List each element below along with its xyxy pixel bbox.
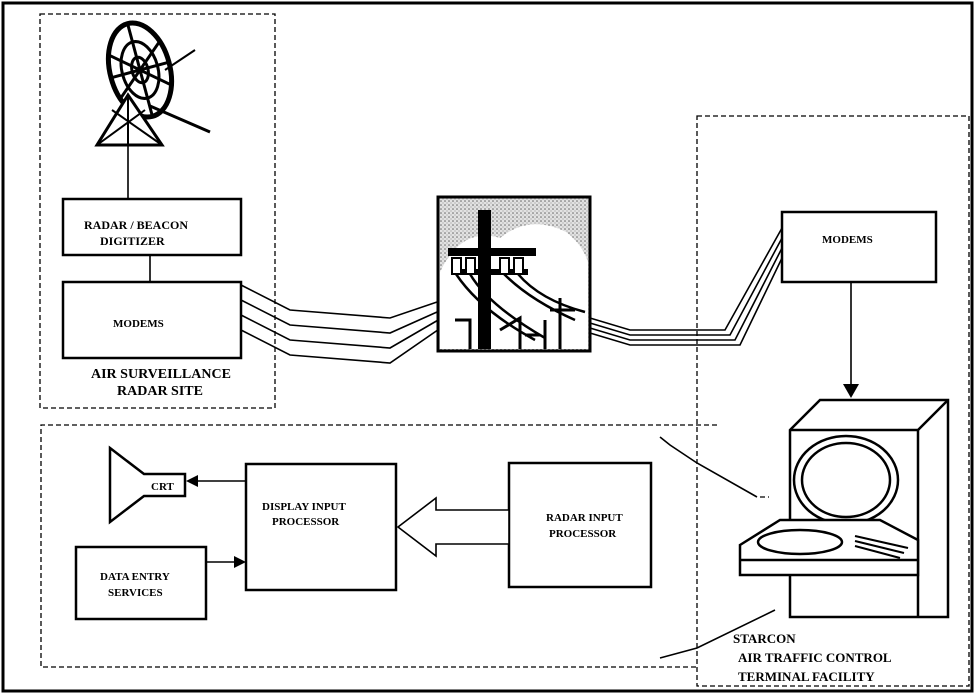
- radar-site-region: [39, 13, 276, 409]
- digitizer-box: [61, 197, 243, 257]
- data-entry-services-box: [74, 545, 208, 621]
- digitizer-label-line2: DIGITIZER: [100, 234, 165, 248]
- rip-label-line1: RADAR INPUT: [546, 512, 623, 524]
- des-label-line1: DATA ENTRY: [100, 571, 170, 583]
- console-lower-connector: [659, 609, 776, 659]
- terminal-modems-box: [780, 210, 938, 284]
- facility-label-line2: AIR TRAFFIC CONTROL: [738, 650, 892, 665]
- site-label-line2: RADAR SITE: [117, 384, 203, 399]
- dip-label-line1: DISPLAY INPUT: [262, 501, 347, 513]
- console-upper-connector: [659, 436, 758, 498]
- site-comm-lines: [240, 284, 459, 364]
- telephone-pole-icon: [436, 195, 592, 353]
- radar-dish-icon: [94, 20, 211, 147]
- site-modems-box: [61, 280, 243, 360]
- facility-label-line3: TERMINAL FACILITY: [738, 669, 875, 684]
- terminal-facility-region: [696, 115, 970, 687]
- crt-label: CRT: [151, 481, 175, 493]
- display-input-processor-box: [244, 462, 398, 592]
- crt-icon: [108, 445, 187, 525]
- radar-input-processor-box: [507, 461, 653, 589]
- site-label-line1: AIR SURVEILLANCE: [91, 367, 231, 382]
- terminal-comm-lines: [589, 227, 783, 346]
- controller-console-icon: [738, 398, 950, 619]
- site-modems-label: MODEMS: [113, 318, 164, 330]
- processing-region: [40, 424, 769, 668]
- digitizer-label-line1: RADAR / BEACON: [84, 218, 188, 232]
- rip-label-line2: PROCESSOR: [549, 528, 617, 540]
- facility-label-line1: STARCON: [733, 631, 796, 646]
- rip-to-dip-arrow: [396, 496, 510, 558]
- des-label-line2: SERVICES: [108, 587, 163, 599]
- terminal-modems-label: MODEMS: [822, 234, 873, 246]
- dip-label-line2: PROCESSOR: [272, 516, 340, 528]
